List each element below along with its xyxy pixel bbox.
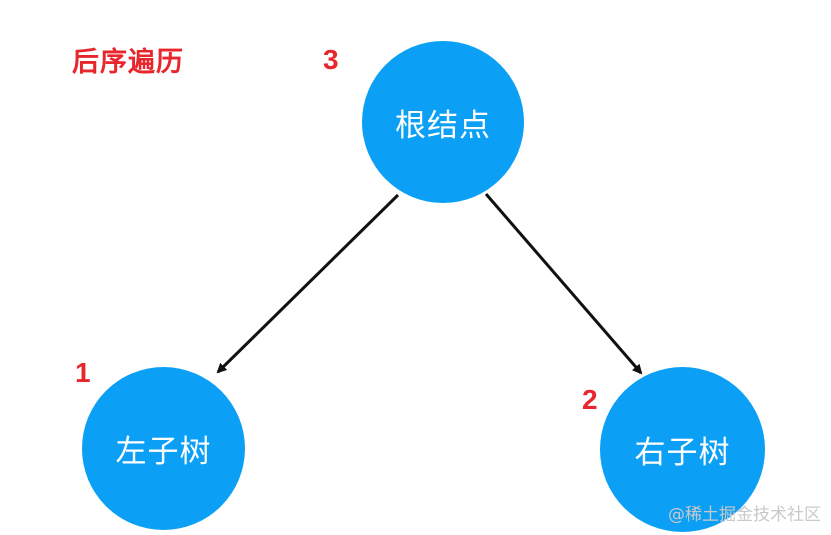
right-order-number: 2 bbox=[582, 384, 598, 415]
edge-root-to-right bbox=[484, 193, 643, 375]
watermark: @稀土掘金技术社区 bbox=[668, 505, 821, 525]
edge-root-to-left bbox=[216, 193, 400, 374]
right-subtree-label: 右子树 bbox=[634, 435, 731, 471]
root-node: 根结点 bbox=[362, 41, 524, 203]
root-node-label: 根结点 bbox=[395, 107, 491, 144]
right-subtree-node: 右子树 bbox=[600, 367, 765, 532]
left-subtree-label: 左子树 bbox=[115, 434, 212, 470]
left-subtree-node: 左子树 bbox=[82, 367, 245, 530]
diagram-title: 后序遍历 bbox=[72, 47, 184, 78]
root-order-number: 3 bbox=[323, 44, 339, 75]
left-order-number: 1 bbox=[75, 357, 91, 388]
